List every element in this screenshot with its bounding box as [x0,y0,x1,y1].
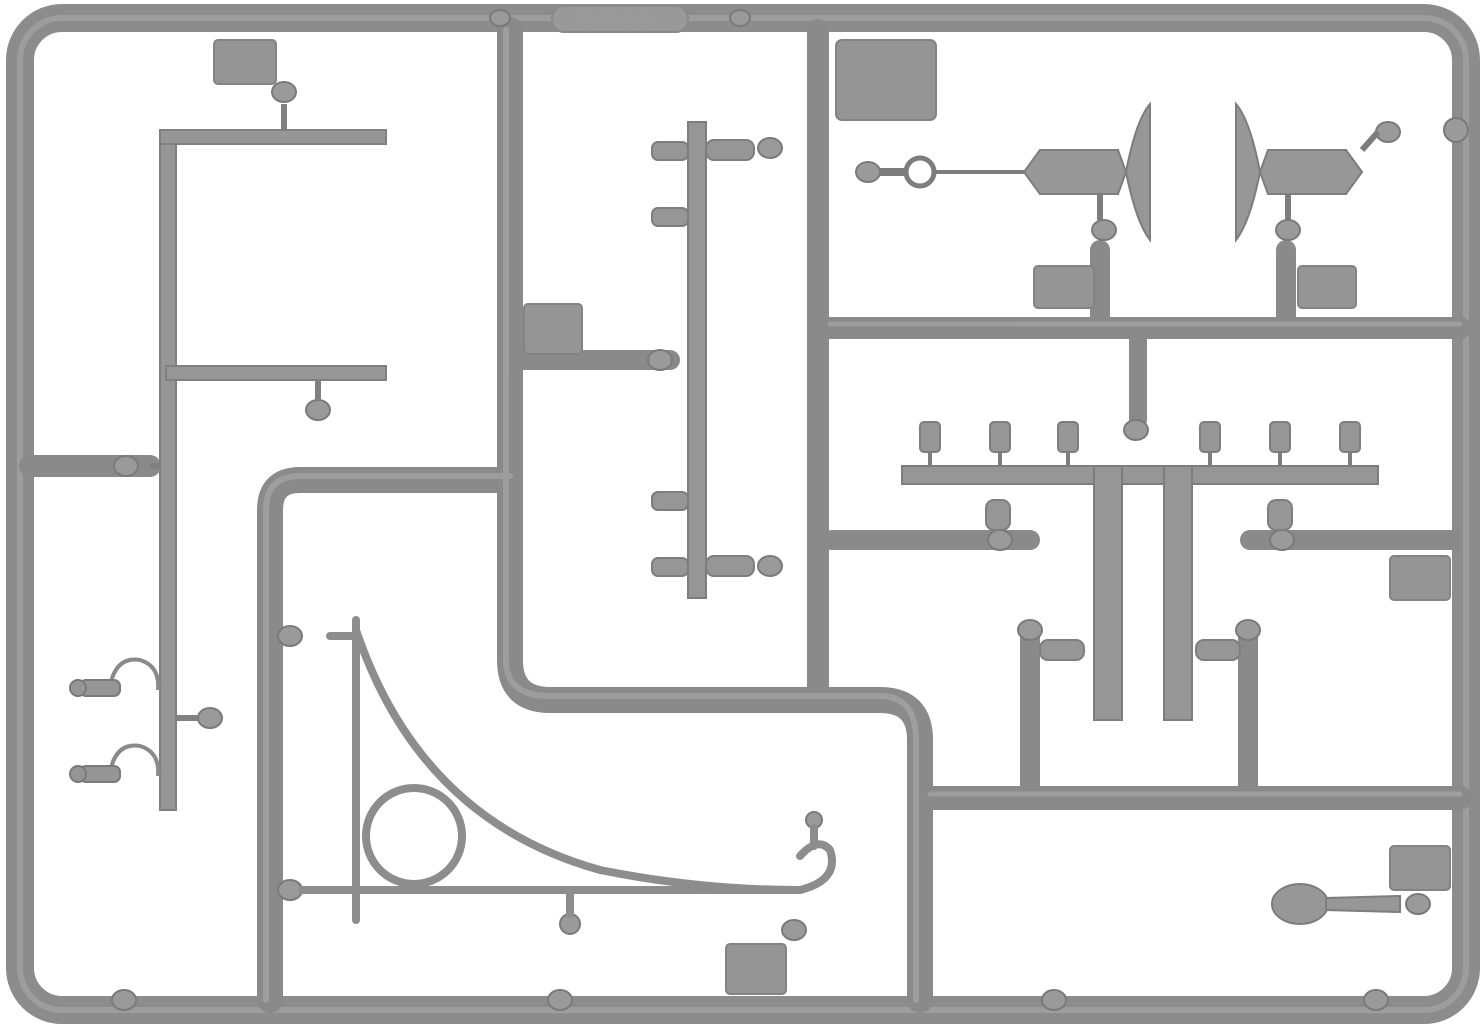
insulator-rail [901,421,1379,721]
searchlight-left [880,101,1151,243]
sprue-code-label: UK-11 [579,7,657,31]
bracket-part [150,104,387,811]
searchlight-right [1235,101,1381,243]
hook-hangers [108,657,161,777]
internal-runners [19,17,1472,1013]
bulb-part [1271,883,1401,925]
sign-bracket [298,616,836,924]
code-plate [551,5,689,33]
peg-strip [651,121,755,599]
flash-tabs [213,39,1451,995]
ejector-pins [111,9,1469,1011]
